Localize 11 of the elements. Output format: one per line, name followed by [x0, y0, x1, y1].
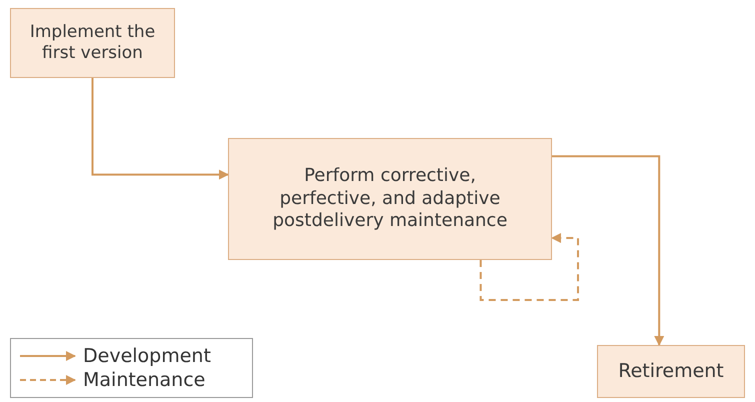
dashed-arrow	[480, 233, 579, 301]
process-box	[10, 8, 175, 78]
box-label: Perform corrective, perfective, and adaptive postdelivery maintenance	[272, 165, 508, 233]
arrow	[552, 155, 664, 346]
legend-label: Maintenance	[83, 369, 206, 391]
process-box	[597, 345, 745, 398]
box-label: Retirement	[618, 360, 724, 384]
arrow	[92, 78, 229, 180]
legend-label: Development	[83, 345, 211, 367]
box-label: Implement the first version	[28, 22, 156, 64]
process-box	[228, 138, 552, 260]
